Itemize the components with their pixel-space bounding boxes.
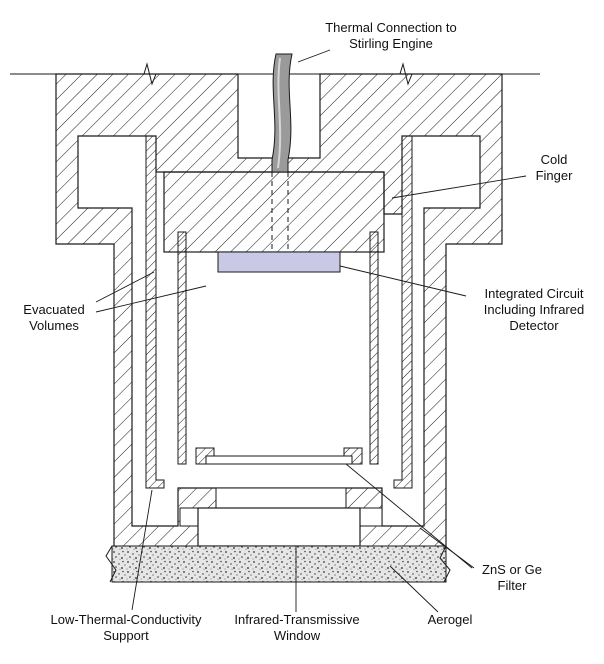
infrared-transmissive-window xyxy=(197,507,361,547)
inner-tube-left xyxy=(177,231,187,465)
zns-ge-filter xyxy=(205,455,353,465)
label-line: Aerogel xyxy=(427,612,473,627)
label-line: Filter xyxy=(497,578,527,593)
label-line: Finger xyxy=(535,168,573,183)
label-line: Integrated Circuit xyxy=(484,286,584,301)
cold-finger xyxy=(163,171,385,253)
aerogel-break-right xyxy=(439,545,451,583)
support-tube-right xyxy=(393,135,413,489)
label-line: Evacuated xyxy=(23,302,85,317)
label-integrated-circuit: Integrated Circuit Including Infrared De… xyxy=(466,286,602,334)
aerogel-break-left xyxy=(105,545,117,583)
label-cold-finger: Cold Finger xyxy=(524,152,584,184)
label-aerogel: Aerogel xyxy=(410,612,490,628)
label-line: Infrared-Transmissive xyxy=(234,612,360,627)
label-line: Low-Thermal-Conductivity xyxy=(50,612,202,627)
label-line: Detector xyxy=(509,318,559,333)
label-line: Window xyxy=(273,628,321,643)
label-support: Low-Thermal-Conductivity Support xyxy=(28,612,224,644)
stirling-cable xyxy=(271,53,293,173)
label-line: ZnS or Ge xyxy=(482,562,542,577)
label-filter: ZnS or Ge Filter xyxy=(472,562,552,594)
label-window: Infrared-Transmissive Window xyxy=(224,612,370,644)
label-line: Including Infrared xyxy=(483,302,585,317)
label-line: Support xyxy=(103,628,149,643)
label-line: Stirling Engine xyxy=(349,36,433,51)
label-thermal-connection: Thermal Connection to Stirling Engine xyxy=(306,20,476,52)
inner-tube-right xyxy=(369,231,379,465)
label-line: Cold xyxy=(540,152,568,167)
infrared-detector-chip xyxy=(217,251,341,273)
label-evacuated-volumes: Evacuated Volumes xyxy=(14,302,94,334)
label-line: Volumes xyxy=(29,318,79,333)
support-tube-left xyxy=(145,135,165,489)
label-line: Thermal Connection to xyxy=(325,20,457,35)
aerogel-layer xyxy=(111,545,447,583)
leader-lines xyxy=(95,49,527,613)
